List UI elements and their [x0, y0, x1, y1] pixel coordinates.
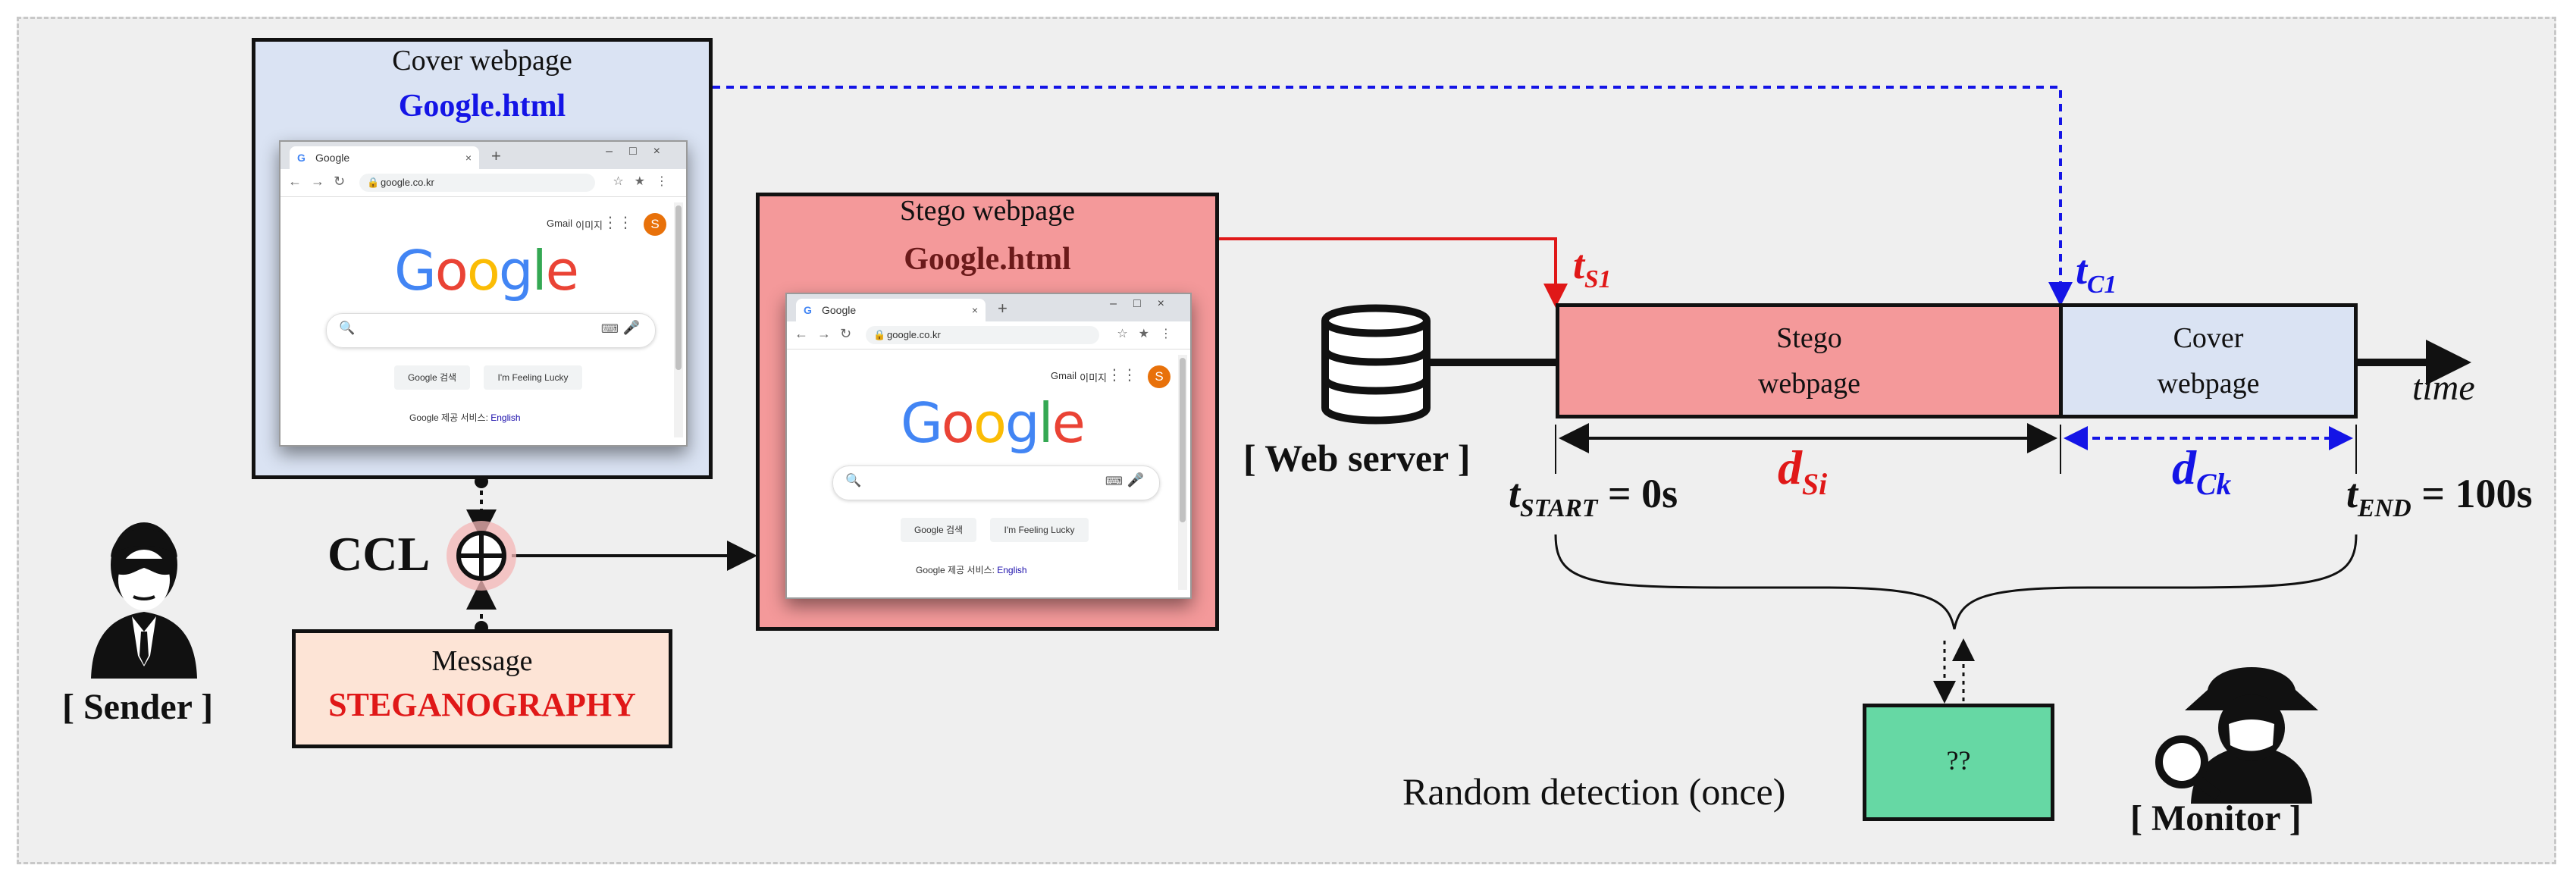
- database-server-icon: [1321, 304, 1431, 425]
- cover-segment-label-1: Cover: [2173, 322, 2244, 354]
- web-server-label: [ Web server ]: [1243, 437, 1471, 479]
- d-ck-label: dCk: [2172, 440, 2232, 501]
- message-caption: Message: [431, 645, 533, 677]
- stego-segment-label-2: webpage: [1757, 368, 1861, 400]
- t-end-label: tEND = 100s: [2346, 471, 2533, 522]
- cover-segment-label-2: webpage: [2157, 368, 2260, 400]
- monitor-label: [ Monitor ]: [2130, 798, 2302, 839]
- t-s1-label: tS1: [1573, 242, 1612, 293]
- stego-segment: [1556, 303, 2063, 418]
- detection-label: Random detection (once): [1402, 770, 1786, 813]
- detection-box: [1863, 704, 2054, 821]
- t-start-label: tSTART = 0s: [1509, 471, 1678, 522]
- detection-box-text: ??: [1946, 745, 1971, 776]
- sender-label: [ Sender ]: [62, 687, 214, 727]
- cover-filename: Google.html: [398, 89, 566, 124]
- google-logo: Google: [901, 391, 1086, 455]
- stego-to-ts1-arrow: [1219, 237, 1568, 308]
- ccl-label: CCL: [327, 527, 431, 581]
- stego-filename: Google.html: [904, 242, 1071, 277]
- detective-monitor-icon: [2155, 667, 2318, 804]
- sender-spy-icon: [91, 522, 197, 679]
- stego-caption: Stego webpage: [899, 195, 1076, 227]
- t-c1-label: tC1: [2076, 247, 2117, 299]
- d-si-label: dSi: [1778, 440, 1828, 501]
- message-text: STEGANOGRAPHY: [328, 686, 636, 723]
- cover-to-tc1-arrow: [713, 86, 2073, 306]
- cover-caption: Cover webpage: [392, 45, 572, 77]
- detection-window-brace: [1554, 534, 2358, 630]
- time-axis-label: time: [2412, 368, 2475, 408]
- google-logo: Google: [394, 239, 579, 303]
- cover-segment: [2059, 303, 2358, 418]
- message-box: [292, 629, 672, 748]
- stego-segment-label-1: Stego: [1776, 322, 1842, 354]
